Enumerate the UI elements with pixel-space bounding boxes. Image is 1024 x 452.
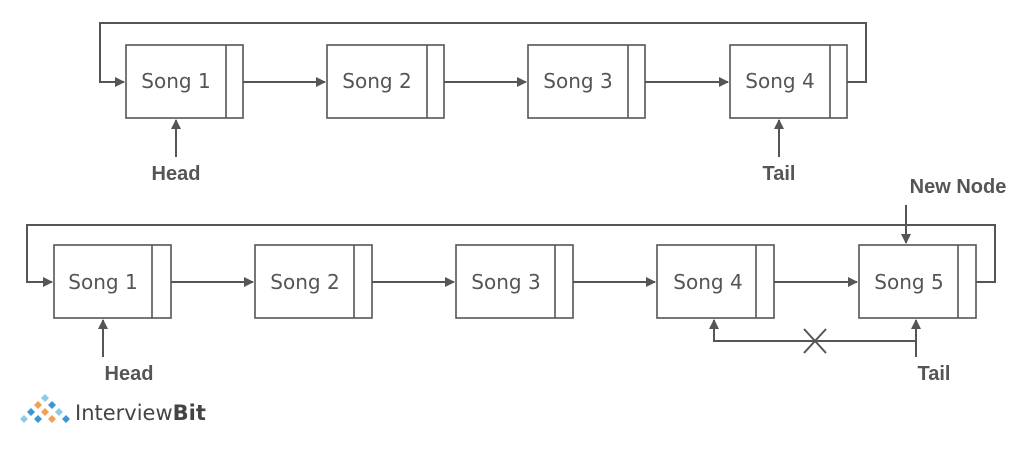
cross-icon xyxy=(803,328,827,354)
bottom-node-5-label: Song 5 xyxy=(874,270,943,294)
top-head-label: Head xyxy=(152,163,201,185)
bottom-node-4-label: Song 4 xyxy=(673,270,742,294)
bottom-node-5: Song 5 xyxy=(858,244,977,319)
diamond-grid-logo-icon xyxy=(20,394,70,423)
bottom-node-2-label: Song 2 xyxy=(270,270,339,294)
new-node-label: New Node xyxy=(910,176,1007,198)
bottom-node-4: Song 4 xyxy=(656,244,775,319)
top-node-2-label: Song 2 xyxy=(342,69,411,93)
bottom-node-1-label: Song 1 xyxy=(68,270,137,294)
top-node-1-label: Song 1 xyxy=(141,69,210,93)
top-node-3-label: Song 3 xyxy=(543,69,612,93)
brand-logo: InterviewBit xyxy=(20,394,206,425)
bottom-circular-link xyxy=(26,224,996,287)
brand-name-bold: Bit xyxy=(173,401,206,425)
brand-name-regular: Interview xyxy=(75,401,173,425)
old-tail-link xyxy=(709,319,916,342)
top-circular-link xyxy=(99,22,867,87)
bottom-node-2: Song 2 xyxy=(254,244,373,319)
top-list: Song 1 Song 2 Song 3 Song 4 Head Tail xyxy=(99,22,867,185)
top-tail-label: Tail xyxy=(763,163,796,185)
top-node-4: Song 4 xyxy=(729,44,848,119)
bottom-node-3: Song 3 xyxy=(455,244,574,319)
bottom-node-3-label: Song 3 xyxy=(471,270,540,294)
top-node-1: Song 1 xyxy=(125,44,244,119)
bottom-list: Song 1 Song 2 Song 3 Song 4 Song 5 xyxy=(26,176,1007,385)
top-node-4-label: Song 4 xyxy=(745,69,814,93)
top-node-3: Song 3 xyxy=(527,44,646,119)
bottom-tail-label: Tail xyxy=(918,363,951,385)
brand-name: InterviewBit xyxy=(75,401,206,425)
top-node-2: Song 2 xyxy=(326,44,445,119)
bottom-node-1: Song 1 xyxy=(53,244,172,319)
bottom-head-label: Head xyxy=(105,363,154,385)
